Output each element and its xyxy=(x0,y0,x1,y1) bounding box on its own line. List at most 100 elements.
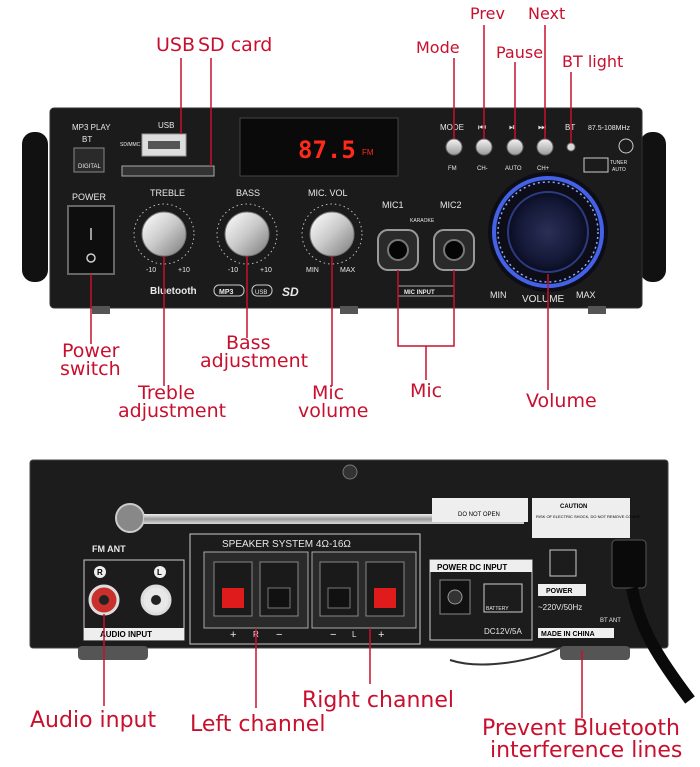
mic-vol-knob[interactable] xyxy=(309,211,355,257)
rca-left-hole xyxy=(151,595,161,605)
prev-callout: Prev xyxy=(470,4,505,23)
volume-knob[interactable] xyxy=(507,191,589,273)
bt-ant-label: BT ANT xyxy=(600,618,621,624)
power-off-mark xyxy=(86,253,96,263)
bt-led-label: BT xyxy=(565,123,575,132)
power-label: POWER xyxy=(72,192,107,202)
left-minus: − xyxy=(276,629,282,641)
caution-sticker xyxy=(532,498,630,538)
prev-button[interactable] xyxy=(475,138,493,156)
treble-min: -10 xyxy=(146,267,156,274)
right-channel-callout: Right channel xyxy=(302,688,454,713)
fm-antenna-connector[interactable] xyxy=(115,503,145,533)
made-in-china-label: MADE IN CHINA xyxy=(541,631,595,638)
next-button[interactable] xyxy=(536,138,554,156)
treble-callout-line2: adjustment xyxy=(118,400,227,422)
treble-label: TREBLE xyxy=(150,188,185,198)
treble-callout-line1: Treble xyxy=(138,382,195,404)
dc-jack-hole xyxy=(447,589,463,605)
ch-plus-label: CH+ xyxy=(537,166,550,172)
audio-input-callout: Audio input xyxy=(30,708,157,733)
rear-screw xyxy=(342,464,358,480)
usb-port-label: USB xyxy=(158,121,174,130)
foot xyxy=(340,306,358,314)
foot xyxy=(588,306,606,314)
bass-min: -10 xyxy=(228,267,238,274)
right-handle xyxy=(640,132,666,282)
ac-power-label: POWER xyxy=(546,588,572,595)
left-negative-clip xyxy=(267,587,291,609)
mic-input-label: MIC INPUT xyxy=(404,290,435,296)
bt-label: BT xyxy=(82,135,92,144)
treble-knob[interactable] xyxy=(141,211,187,257)
mic-vol-scale xyxy=(301,203,363,265)
right-positive-clip xyxy=(374,588,396,608)
digital-label: DIGITAL xyxy=(78,164,102,170)
right-minus: − xyxy=(330,629,336,641)
fm-antenna-rod xyxy=(144,514,524,524)
pause-button[interactable] xyxy=(506,138,524,156)
auto-sub-label: AUTO xyxy=(505,166,522,172)
volume-min-label: MIN xyxy=(490,290,507,300)
usb-port-slot xyxy=(148,141,180,149)
left-positive-clip xyxy=(222,588,244,608)
display-frequency: 87.5 xyxy=(298,136,356,164)
l-marker xyxy=(154,566,166,578)
callout-lines xyxy=(90,25,583,718)
audio-input-label: AUDIO INPUT xyxy=(100,630,152,639)
bass-callout-line1: Bass xyxy=(226,332,271,354)
pause-label: ⏯ xyxy=(509,122,516,132)
mic1-jack-hole xyxy=(387,239,409,261)
battery-icon xyxy=(483,583,523,613)
fm-sub-label: FM xyxy=(448,166,457,172)
power-cord xyxy=(626,586,695,704)
power-switch-callout-line2: switch xyxy=(60,358,121,380)
warning-sticker xyxy=(432,498,528,522)
next-callout: Next xyxy=(528,4,566,23)
bt-light-callout: BT light xyxy=(562,52,624,71)
tuner-label: TUNER xyxy=(610,160,628,166)
volume-label: VOLUME xyxy=(522,294,565,305)
bass-knob[interactable] xyxy=(224,211,270,257)
mic-vol-label: MIC. VOL xyxy=(308,188,348,198)
l-label: L xyxy=(157,568,162,577)
treble-scale xyxy=(133,203,195,265)
mic-callout: Mic xyxy=(410,380,443,402)
dc-input-banner xyxy=(430,560,532,572)
volume-led-ring xyxy=(497,181,599,283)
mode-label: MODE xyxy=(440,123,464,132)
treble-max: +10 xyxy=(178,267,190,274)
caution-text: RISK OF ELECTRIC SHOCK, DO NOT REMOVE CO… xyxy=(536,514,640,519)
sd-mmc-label: SD/MMC xyxy=(120,142,141,148)
battery-label: BATTERY xyxy=(486,606,509,612)
usb-callout: USB xyxy=(156,34,196,56)
prev-label: ⏮ xyxy=(478,122,486,132)
mp3-logo-frame xyxy=(213,284,245,297)
speaker-system-label: SPEAKER SYSTEM 4Ω-16Ω xyxy=(222,539,351,550)
caution-label: CAUTION xyxy=(560,504,587,510)
foot xyxy=(92,306,110,314)
r-label: R xyxy=(97,568,103,577)
mic1-label: MIC1 xyxy=(382,200,404,210)
mp3-play-label: MP3 PLAY xyxy=(72,123,111,132)
right-plus: + xyxy=(378,629,384,641)
made-in-china-banner xyxy=(538,628,614,638)
mic-volume-callout-line1: Mic xyxy=(312,382,345,404)
fm-ant-label: FM ANT xyxy=(92,544,126,554)
sd-card-slot[interactable] xyxy=(121,165,215,177)
mic2-label: MIC2 xyxy=(440,200,462,210)
power-switch-callout-line1: Power xyxy=(62,340,120,362)
r-marker xyxy=(94,566,106,578)
power-cord-plug[interactable] xyxy=(611,539,647,589)
pause-callout: Pause xyxy=(496,43,544,62)
right-negative-clip xyxy=(327,587,351,609)
volume-callout: Volume xyxy=(526,390,597,412)
do-not-open-label: DO NOT OPEN xyxy=(458,512,500,518)
volume-max-label: MAX xyxy=(576,290,596,300)
mode-button[interactable] xyxy=(445,138,463,156)
left-plus: + xyxy=(230,629,236,641)
right-l-label: L xyxy=(352,630,357,639)
bt-antenna-wire xyxy=(449,647,561,666)
rear-panel: FM ANT R L AUDIO INPUT SPEAKER SYSTEM 4Ω… xyxy=(29,459,695,704)
fm-antenna-icon xyxy=(583,157,609,173)
